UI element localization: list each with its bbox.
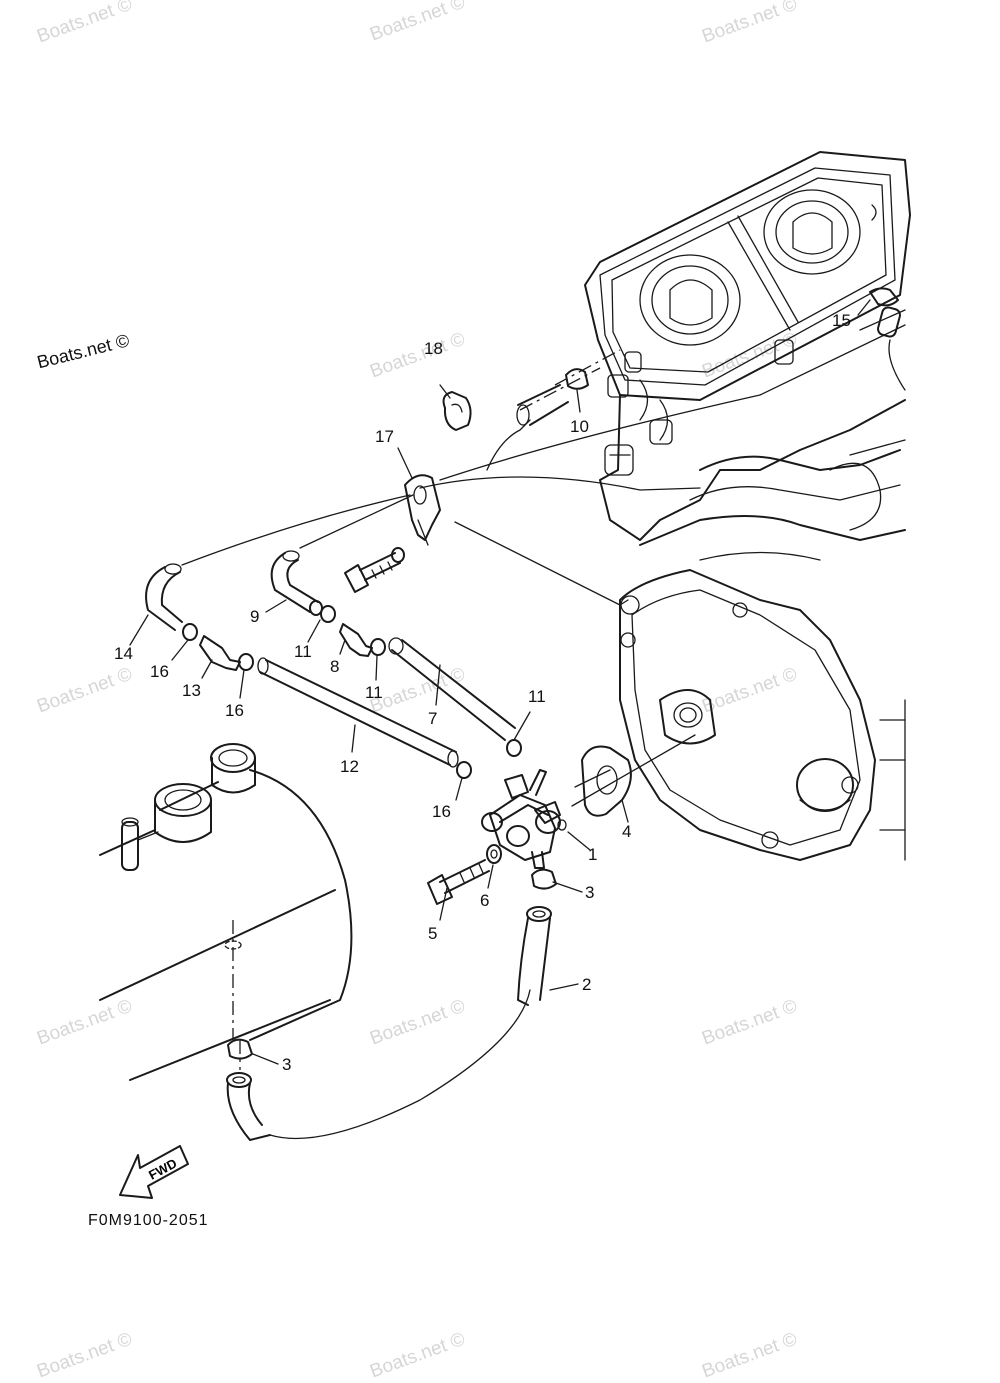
callout-11-a: 11: [294, 642, 312, 661]
callout-15: 15: [832, 311, 851, 330]
callout-8: 8: [330, 657, 340, 676]
callout-3-lower: 3: [282, 1055, 292, 1074]
callout-2: 2: [582, 975, 592, 994]
callout-11-c: 11: [528, 687, 546, 706]
callout-13: 13: [182, 681, 201, 700]
callout-5: 5: [428, 924, 438, 943]
callout-12: 12: [340, 757, 359, 776]
callout-18: 18: [424, 339, 443, 358]
callout-4: 4: [622, 822, 632, 841]
callout-16-a: 16: [150, 662, 169, 681]
fittings: [182, 287, 899, 1060]
callout-10: 10: [570, 417, 589, 436]
callout-3-upper: 3: [585, 883, 595, 902]
engine-block: [584, 151, 911, 861]
callout-7: 7: [428, 709, 438, 728]
callout-11-b: 11: [365, 683, 383, 702]
callout-6: 6: [480, 891, 490, 910]
fuel-tank: [99, 743, 353, 1081]
callout-1: 1: [588, 845, 598, 864]
forward-arrow-icon: FWD: [119, 1145, 189, 1199]
callout-16-c: 16: [432, 802, 451, 821]
callout-14: 14: [114, 644, 133, 663]
figure-code: F0M9100-2051: [88, 1212, 209, 1229]
hose-routing: [145, 306, 906, 1141]
callout-17: 17: [375, 427, 394, 446]
callout-16-b: 16: [225, 701, 244, 720]
leader-lines: [129, 299, 871, 1065]
callout-9: 9: [250, 607, 260, 626]
